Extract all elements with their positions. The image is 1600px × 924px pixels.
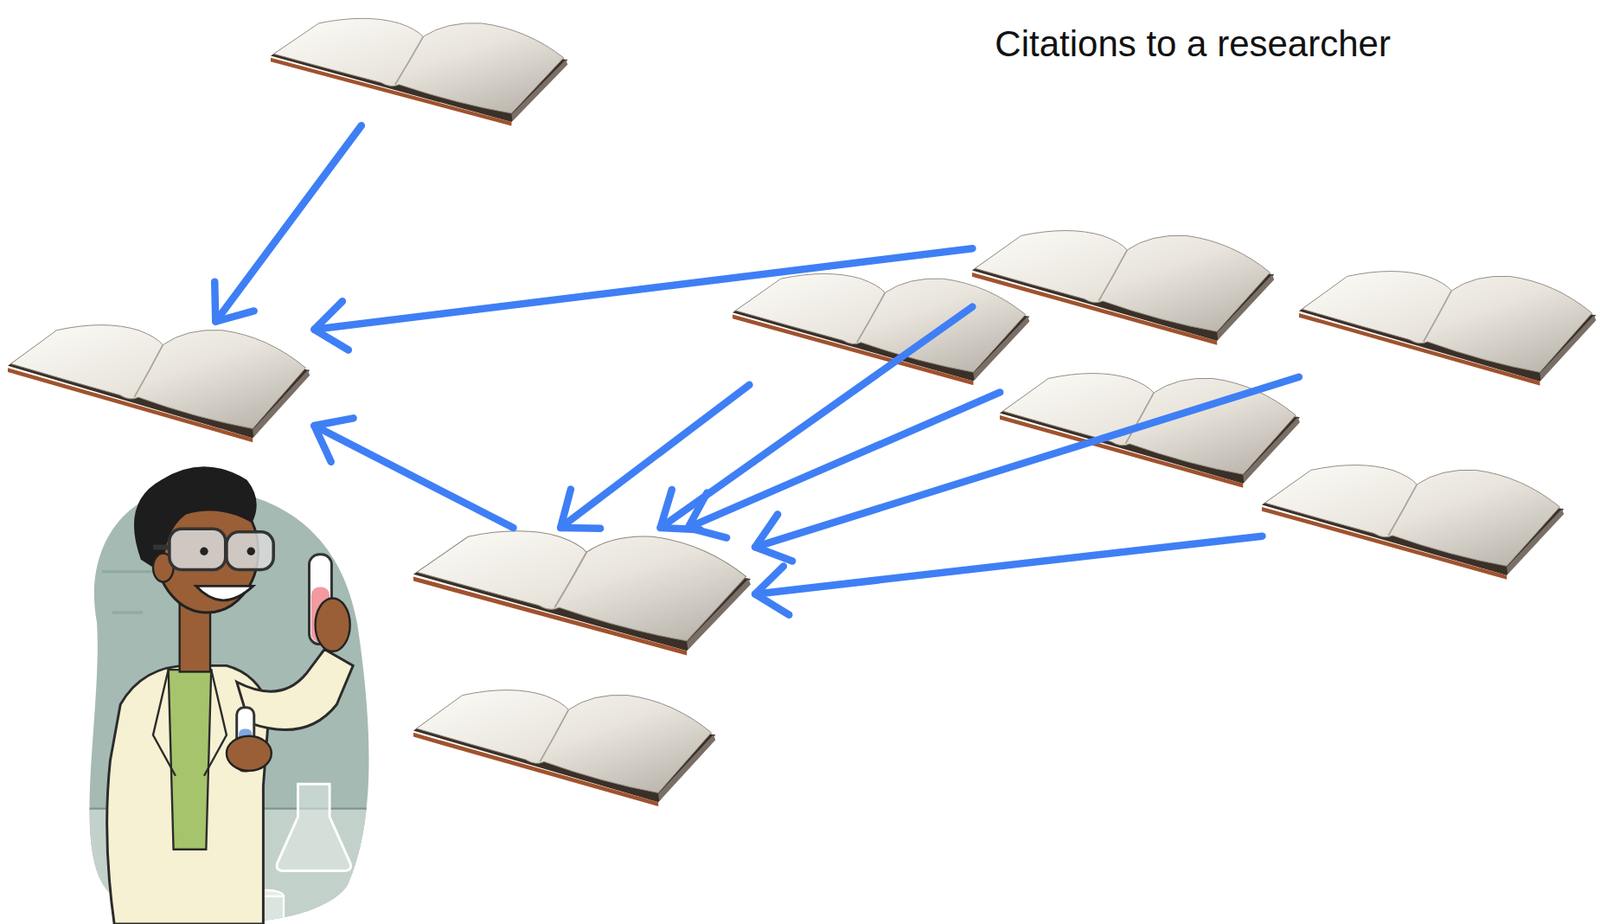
book-icon [1261,461,1568,580]
citation-arrow [560,384,749,529]
book-node [413,686,720,807]
book-pages [416,531,747,641]
book-pages [273,18,564,114]
book-icon [1299,268,1600,386]
arrow-head [755,513,793,561]
book-node [1299,268,1600,386]
book-pages [416,690,711,794]
book-pages [1265,465,1561,567]
citation-arrow [688,391,1001,538]
book-node [999,370,1305,488]
book-node [270,15,572,126]
arrow-line [688,391,1001,528]
book-pages [1003,373,1297,475]
arrow-head [313,417,353,461]
book-node [972,227,1279,346]
shirt [168,669,212,850]
book-spine [134,344,164,397]
book-node [732,270,1034,385]
goggle-lens [169,528,226,570]
book-spine [1388,484,1418,536]
book-icon [7,321,314,442]
book-icon [972,227,1279,346]
eye [199,547,208,556]
citation-arrow [755,536,1262,615]
book-icon [413,527,756,655]
book-pages [1301,271,1592,373]
book-spine [1126,392,1155,444]
arrow-line [560,384,749,528]
book-spine [554,551,587,608]
book-pages [736,273,1026,372]
coat-lapels [153,669,227,776]
arrow-head [214,281,254,322]
book-pages [11,324,307,429]
citation-arrow [214,125,362,322]
right-hand [315,598,351,652]
researcher-illustration [61,466,389,924]
arrow-line [313,425,513,528]
book-node [1261,461,1568,580]
smile [196,585,254,601]
flask [276,783,351,871]
arrow-head [755,565,789,615]
arrow-line [755,536,1262,595]
book-icon [732,270,1034,385]
book-icon [413,686,720,807]
book-pages [975,230,1271,333]
citation-arrow [313,417,513,528]
arrow-head [660,489,701,530]
arrow-head [560,489,601,529]
book-spine [857,292,885,342]
book-node [413,527,756,655]
arrow-head [313,300,348,350]
goggle-lens [226,531,274,570]
book-icon [270,15,572,126]
book-icon [999,370,1305,488]
arrow-head [688,492,728,538]
lab-bench [61,571,389,924]
book-spine [1099,249,1128,301]
book-spine [539,709,569,762]
book-spine [395,36,423,84]
eye [247,547,256,556]
left-hand [226,736,272,771]
diagram-title: Citations to a researcher [994,22,1391,66]
book-node [7,321,314,442]
arrow-line [215,125,362,322]
book-spine [1423,290,1452,342]
